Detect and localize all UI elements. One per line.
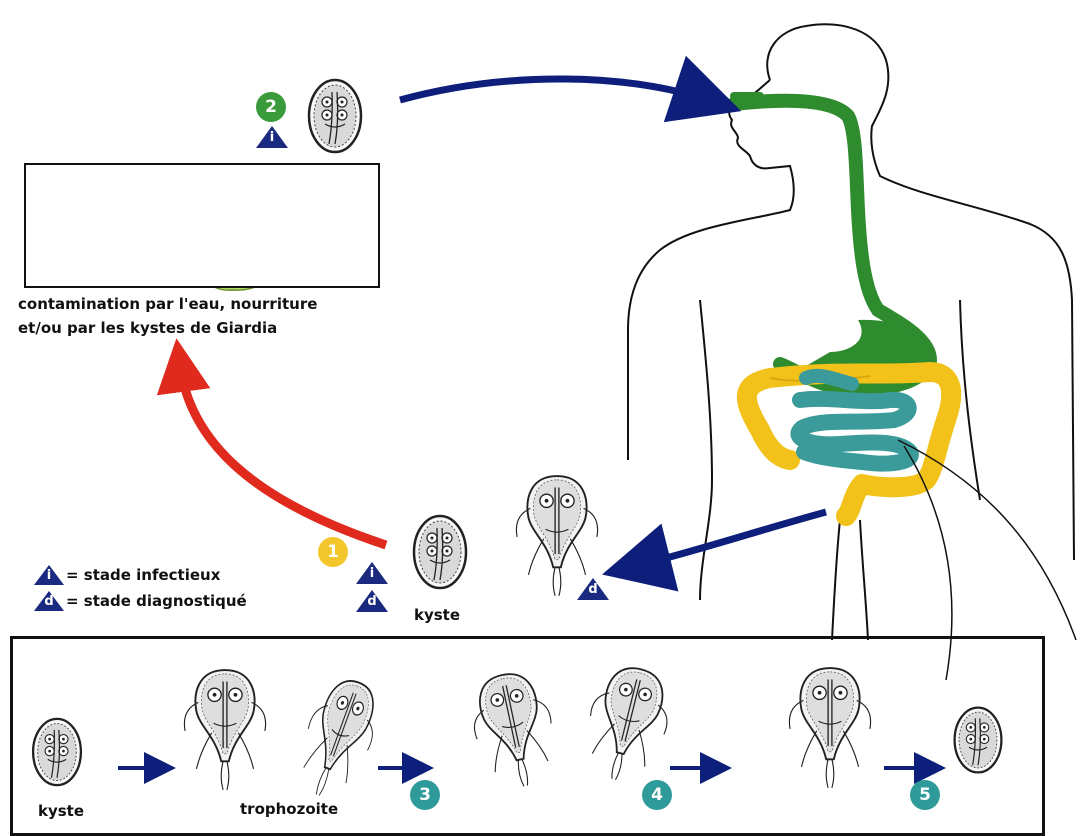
infectious-stage-letter: i [362, 566, 382, 581]
caption-line-2: et/ou par les kystes de Giardia [18, 316, 317, 340]
kyste-label: kyste [414, 606, 460, 624]
cyst-icon [309, 80, 361, 152]
legend-infectious-text: = stade infectieux [66, 566, 220, 584]
legend-diagnostic-text: = stade diagnostiqué [66, 592, 247, 610]
ingestion-arrow [400, 79, 708, 100]
step-badge-3: 3 [410, 780, 440, 810]
contamination-sources-box [24, 163, 380, 288]
contamination-arrow [180, 365, 386, 545]
replication-cycle-box [10, 636, 1045, 836]
caption-line-1: contamination par l'eau, nourriture [18, 292, 317, 316]
legend-infectious-letter: i [39, 568, 59, 583]
step-badge-2: 2 [256, 92, 286, 122]
contamination-caption: contamination par l'eau, nourriture et/o… [18, 292, 317, 340]
excretion-arrow [636, 512, 826, 566]
step-badge-1: 1 [318, 537, 348, 567]
infectious-stage-letter: i [262, 130, 282, 145]
kyste-label-bottom: kyste [38, 802, 84, 820]
diagnostic-stage-letter: d [583, 582, 603, 597]
diagnostic-stage-letter: d [362, 594, 382, 609]
step-badge-5: 5 [910, 780, 940, 810]
cyst-icon [414, 516, 466, 588]
step-badge-4: 4 [642, 780, 672, 810]
esophagus-stomach [734, 96, 934, 390]
trophozoite-label: trophozoite [240, 800, 338, 818]
legend-diagnostic-letter: d [39, 594, 59, 609]
